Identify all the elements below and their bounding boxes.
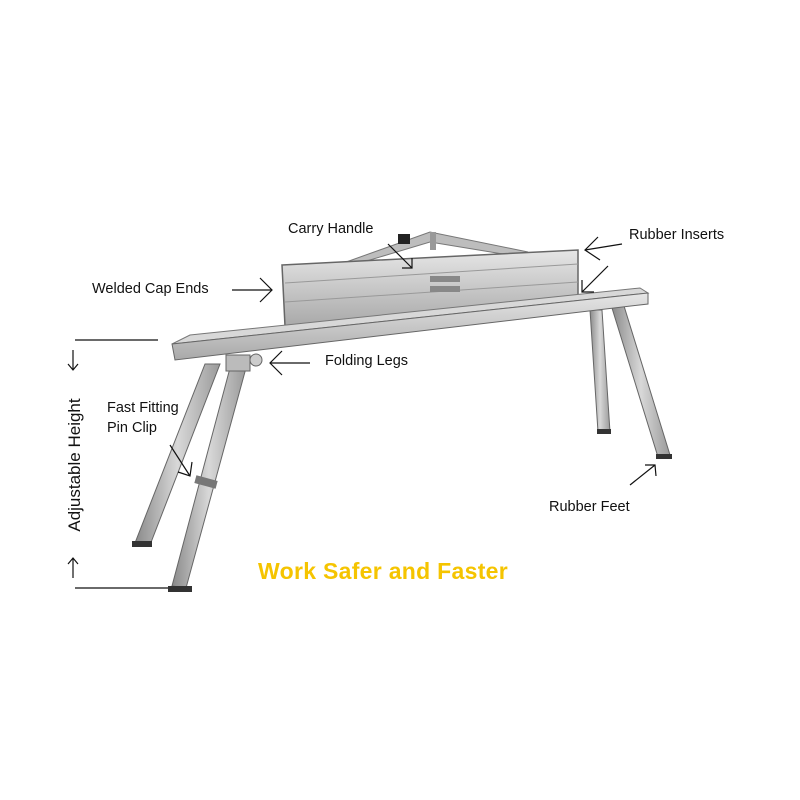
label-welded-cap-ends: Welded Cap Ends	[92, 281, 209, 297]
label-folding-legs: Folding Legs	[325, 353, 409, 369]
height-dimension-lines	[67, 339, 168, 589]
arrow-rubber-inserts-top	[584, 236, 623, 261]
label-rubber-feet: Rubber Feet	[549, 499, 630, 515]
label-rubber-inserts: Rubber Inserts	[629, 227, 725, 243]
arrow-rubber-feet	[629, 464, 657, 486]
center-panel	[281, 249, 579, 327]
label-carry-handle: Carry Handle	[288, 221, 374, 237]
arrow-carry-handle	[387, 243, 413, 269]
right-legs	[589, 305, 672, 459]
arrow-rubber-inserts-bottom	[581, 265, 609, 293]
label-fast-fitting: Fast Fitting	[107, 400, 179, 416]
arrow-folding-legs	[269, 350, 310, 376]
slogan: Work Safer and Faster	[258, 558, 509, 584]
label-pin-clip: Pin Clip	[107, 420, 157, 436]
annotation-arrows	[67, 236, 657, 589]
beam	[171, 287, 650, 361]
left-legs	[132, 353, 263, 592]
label-adjustable-height: Adjustable Height	[65, 398, 84, 532]
arrow-welded-cap-ends	[232, 277, 273, 303]
arrow-pin-clip	[169, 444, 193, 477]
